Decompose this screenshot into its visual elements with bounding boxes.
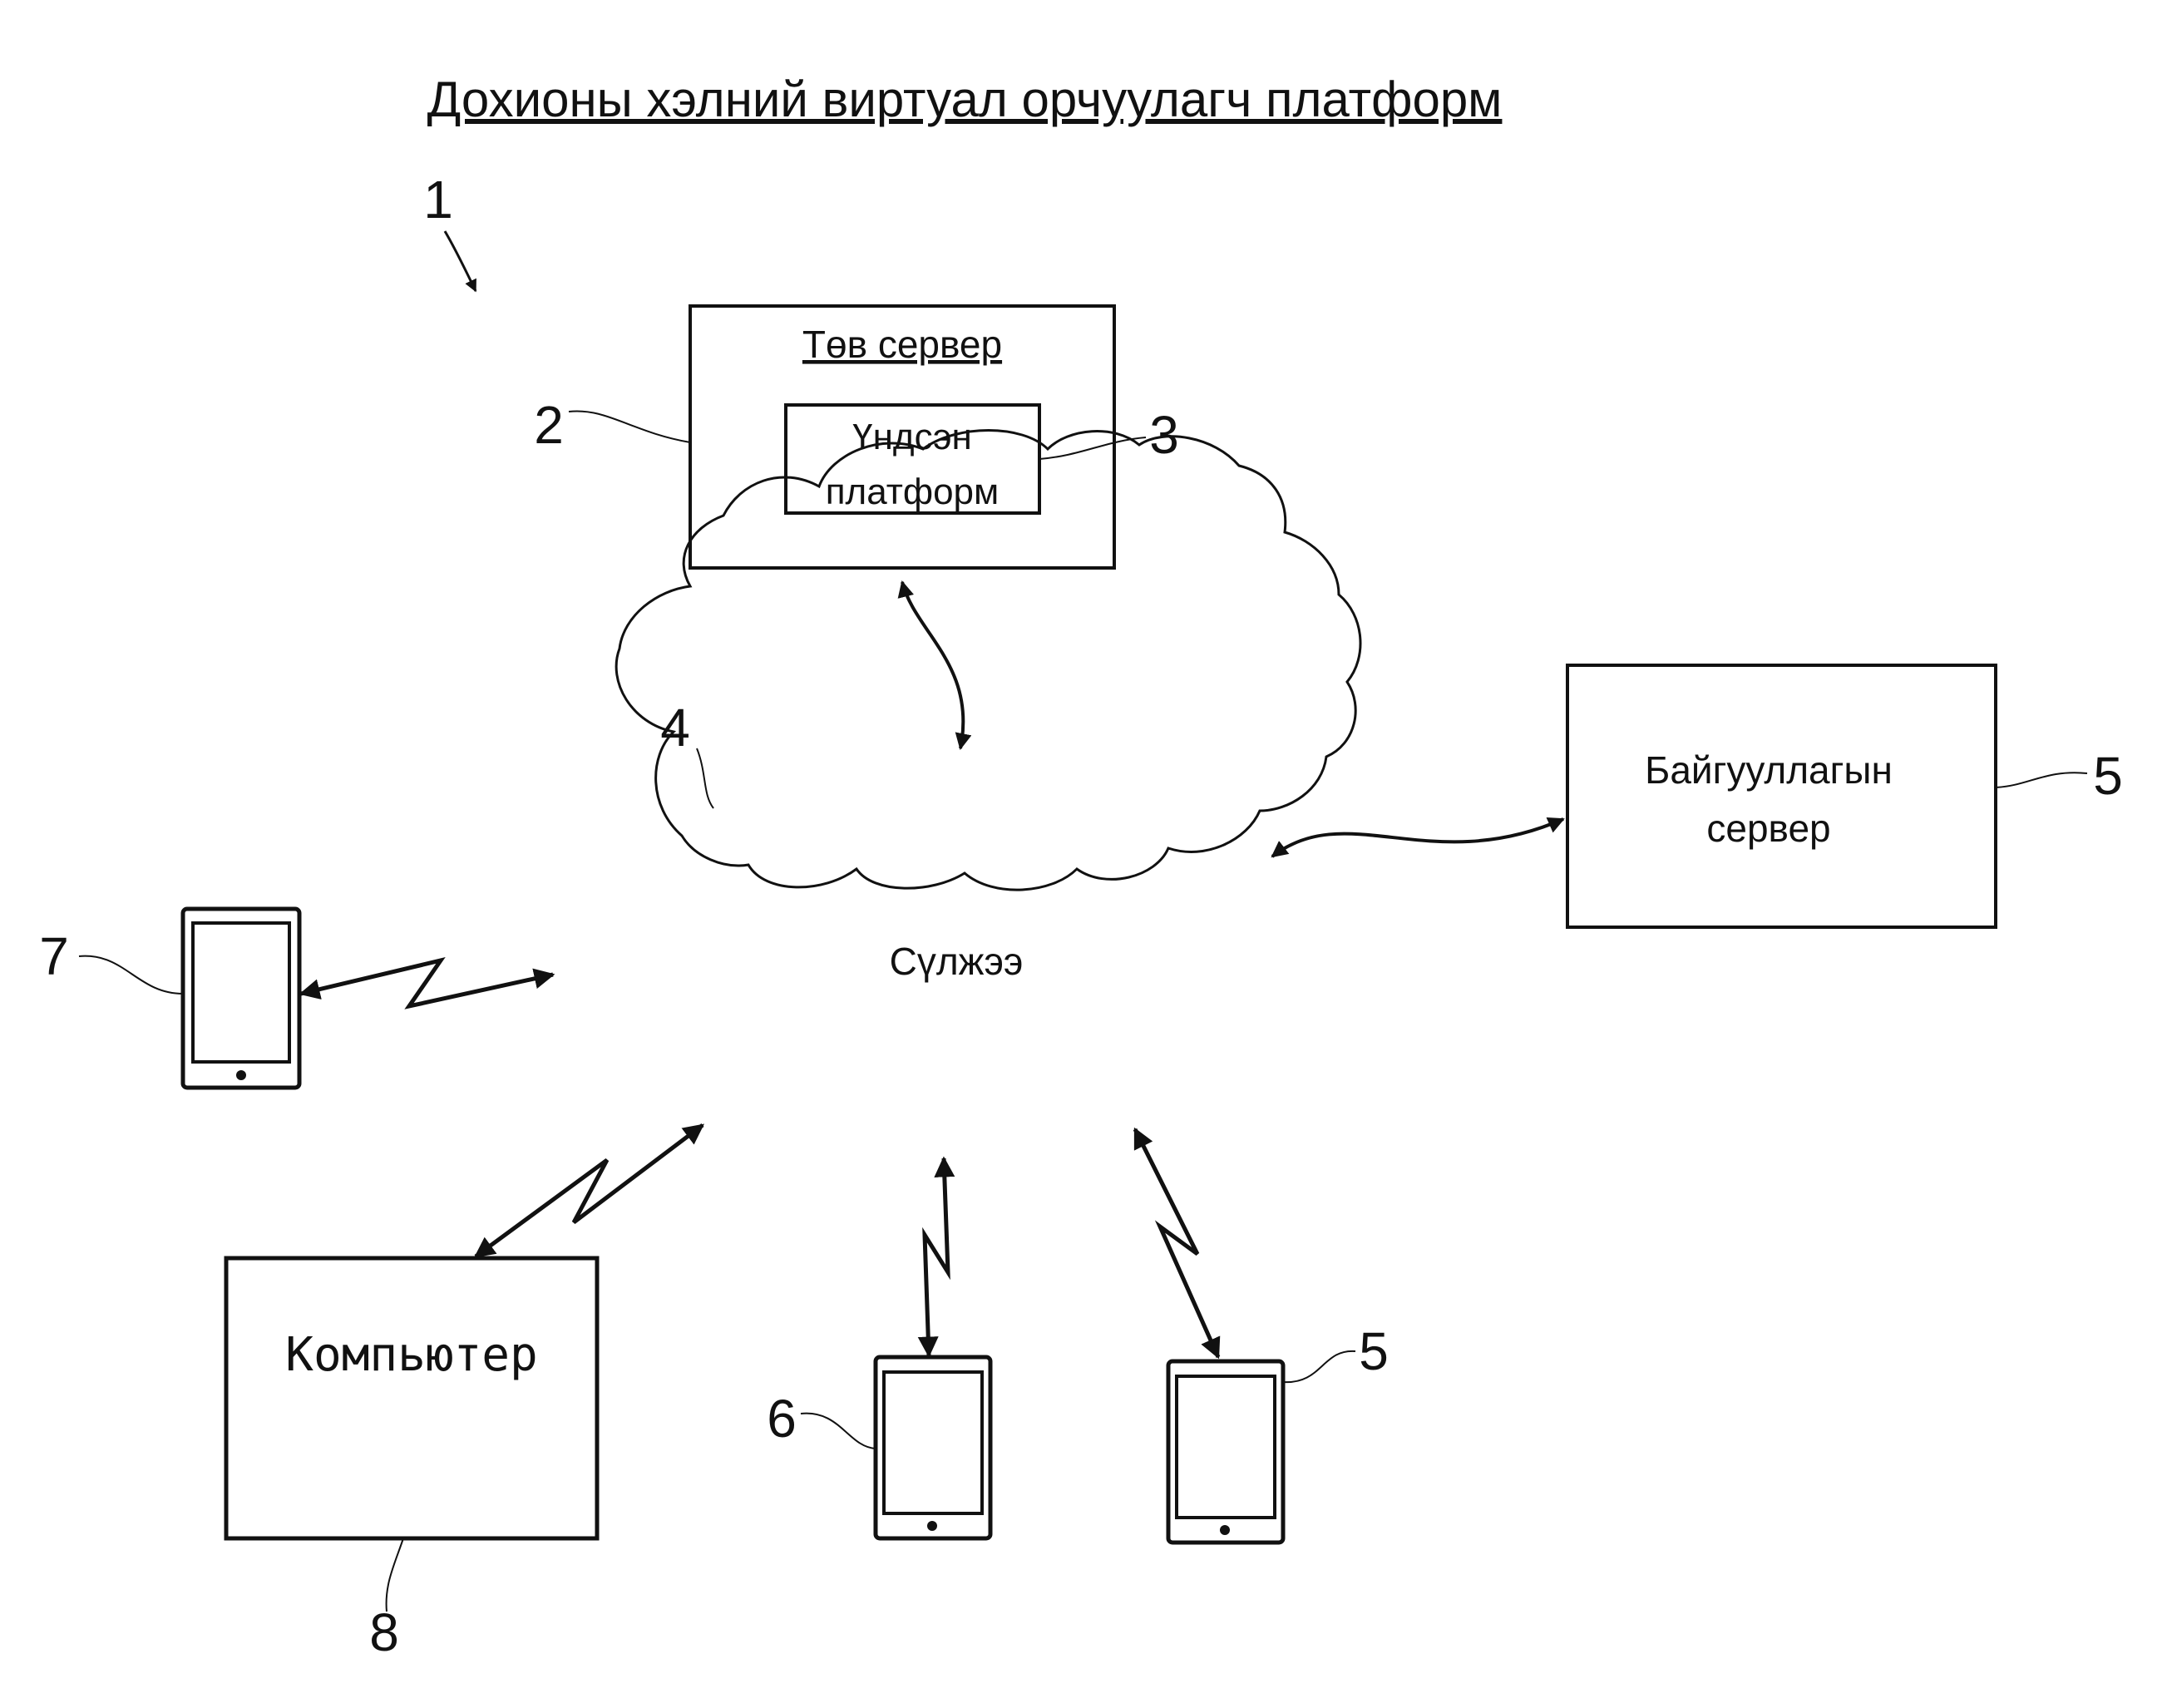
org-server-label-line2: сервер (1706, 807, 1830, 850)
network-orgserver-link (1271, 817, 1565, 858)
mobile-bottom-left-leader (800, 1412, 876, 1449)
diagram-title: Дохионы хэлний виртуал орчуулагч платфор… (427, 72, 1503, 127)
central-server-ref: 2 (534, 395, 564, 455)
computer-label: Компьютер (285, 1328, 537, 1382)
mobile-left-leader (78, 955, 184, 995)
central-server-leader (568, 410, 691, 443)
mobile-left-link (299, 957, 555, 1009)
mobile-bottom-left-device (873, 1355, 993, 1541)
org-server-ref: 5 (2093, 746, 2123, 806)
core-platform-ref: 3 (1149, 405, 1179, 465)
central-server-label: Төв сервер (802, 323, 1002, 366)
mobile-left-ref: 7 (39, 926, 69, 986)
mobile-bottom-left-ref: 6 (767, 1389, 797, 1449)
mobile-bottom-right-device (1166, 1359, 1286, 1545)
mobile-bottom-right-link (1133, 1127, 1221, 1360)
network-cloud (615, 429, 1362, 891)
computer-leader (385, 1538, 404, 1612)
mobile-bottom-right-leader (1282, 1350, 1356, 1384)
computer-box (224, 1256, 600, 1541)
central-server-box (689, 304, 1116, 570)
network-ref: 4 (660, 698, 690, 758)
network-label: Сүлжээ (890, 940, 1024, 983)
computer-ref: 8 (369, 1602, 399, 1662)
mobile-bottom-right-ref: 5 (1359, 1321, 1389, 1381)
core-platform-leader (1039, 437, 1147, 460)
mobile-left-device (180, 906, 302, 1090)
org-server-label-line1: Байгууллагын (1645, 748, 1893, 792)
figure-ref-arrow (443, 230, 477, 293)
computer-link (473, 1123, 704, 1259)
mobile-bottom-left-link (917, 1156, 955, 1358)
core-platform-label-line2: платформ (826, 471, 1000, 512)
figure-ref-label: 1 (423, 170, 453, 230)
org-server-leader (1995, 772, 2088, 788)
server-network-link (897, 580, 972, 750)
core-platform-label-line1: Үндсэн (852, 417, 972, 457)
network-leader (696, 748, 714, 809)
org-server-box (1566, 664, 1997, 929)
